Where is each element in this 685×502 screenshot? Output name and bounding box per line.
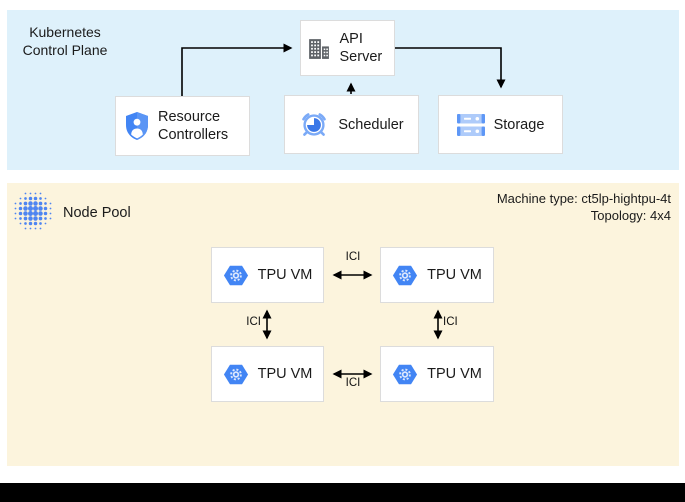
compute-hexagon-icon xyxy=(223,265,248,285)
storage-label: Storage xyxy=(493,116,545,133)
tpu-vm-label: TPU VM xyxy=(427,366,482,382)
tpu-vm-label: TPU VM xyxy=(257,366,313,382)
tpu-vm-box-2: TPU VM xyxy=(380,247,494,303)
tpu-vm-box-4: TPU VM xyxy=(380,346,494,402)
alarm-clock-icon xyxy=(302,112,327,136)
topology-text: Topology: 4x4 xyxy=(590,207,671,223)
ici-label-left: ICI xyxy=(246,316,261,328)
ici-label-top: ICI xyxy=(345,251,361,263)
tpu-vm-box-3: TPU VM xyxy=(211,346,324,402)
node-pool-meta: Machine type: ct5lp-hightpu-4t Topology:… xyxy=(497,191,671,224)
server-stack-icon xyxy=(456,113,485,136)
building-icon xyxy=(308,38,329,59)
scheduler-box: Scheduler xyxy=(284,95,419,154)
node-pool-title: Node Pool xyxy=(63,205,131,221)
machine-type-text: Machine type: ct5lp-hightpu-4t xyxy=(496,191,671,206)
api-server-box: API Server xyxy=(300,20,395,76)
shield-user-icon xyxy=(126,112,148,140)
resource-controllers-label: Resource Controllers xyxy=(158,109,229,143)
tpu-vm-box-1: TPU VM xyxy=(211,247,324,303)
api-server-label: API Server xyxy=(339,31,383,65)
scheduler-label: Scheduler xyxy=(338,116,404,133)
compute-hexagon-icon xyxy=(393,265,418,285)
compute-hexagon-icon xyxy=(393,364,418,384)
node-pool-dots-icon xyxy=(14,192,52,230)
storage-box: Storage xyxy=(438,95,563,154)
tpu-vm-label: TPU VM xyxy=(257,267,313,283)
tpu-vm-label: TPU VM xyxy=(427,267,482,283)
compute-hexagon-icon xyxy=(223,364,248,384)
node-pool-section xyxy=(7,183,679,466)
ici-label-bottom: ICI xyxy=(345,377,361,389)
resource-controllers-box: Resource Controllers xyxy=(115,96,250,156)
bottom-black-bar xyxy=(0,483,685,502)
control-plane-title: Kubernetes Control Plane xyxy=(22,24,108,58)
ici-label-right: ICI xyxy=(443,316,458,328)
